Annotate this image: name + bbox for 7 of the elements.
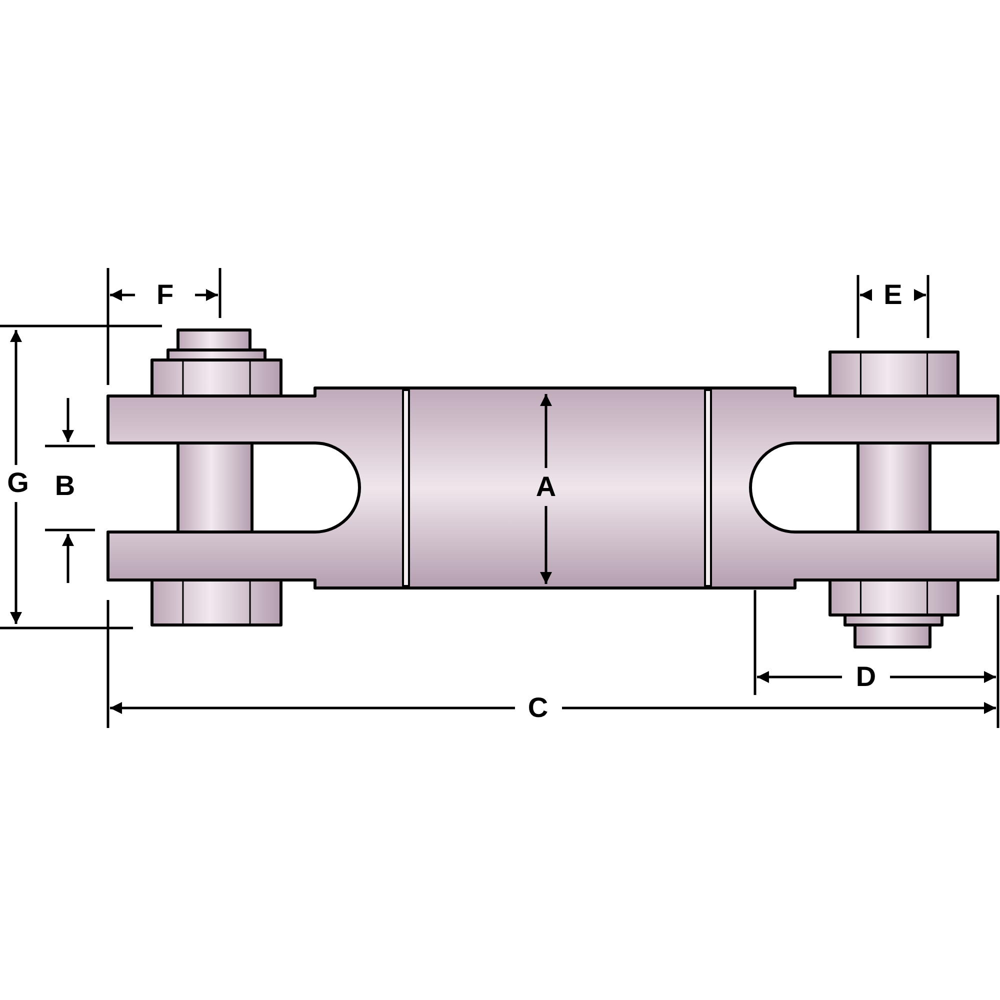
dimension-label: B bbox=[54, 472, 76, 500]
dimension-label: F bbox=[156, 281, 174, 309]
dimension-label: D bbox=[856, 663, 876, 691]
dimension-label: G bbox=[7, 469, 29, 497]
dimension-label: A bbox=[536, 473, 556, 501]
dimension-label: E bbox=[884, 281, 902, 309]
dimension-label: C bbox=[528, 694, 548, 722]
